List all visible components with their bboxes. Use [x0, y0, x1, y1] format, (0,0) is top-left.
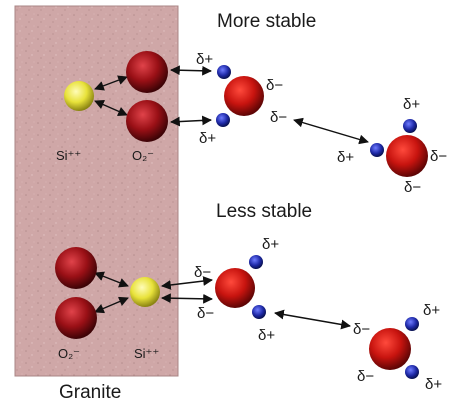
hydrogen-atom-top-2a — [403, 119, 417, 133]
si-label-bottom: Si⁺⁺ — [134, 346, 159, 361]
charge-delta-plus-bottom-2b: δ+ — [425, 376, 442, 393]
oxygen-atom-bottom-lower — [55, 297, 97, 339]
hydrogen-atom-top-2b — [370, 143, 384, 157]
less-stable-heading: Less stable — [216, 201, 312, 222]
charge-delta-plus-top-2a: δ+ — [403, 96, 420, 113]
o2-label-top: O₂⁻ — [132, 148, 154, 163]
charge-delta-minus-top-2b: δ− — [404, 179, 421, 196]
interaction-arrow-top-water — [293, 117, 369, 145]
si-label-top: Si⁺⁺ — [56, 148, 81, 163]
water-oxygen-bottom-2 — [369, 328, 411, 370]
water-oxygen-bottom-1 — [215, 268, 255, 308]
oxygen-atom-top-lower — [126, 100, 168, 142]
interaction-arrow-top-lower — [170, 115, 212, 127]
hydrogen-atom-bottom-1b — [252, 305, 266, 319]
silicon-atom-top — [64, 81, 94, 111]
bond-si-o-lower-bottom — [94, 296, 129, 314]
hydrogen-atom-top-1b — [216, 113, 230, 127]
silicon-atom-bottom — [130, 277, 160, 307]
charge-delta-plus-bottom-1b: δ+ — [258, 327, 275, 344]
hydrogen-atom-bottom-2b — [405, 365, 419, 379]
oxygen-atom-top-upper — [126, 51, 168, 93]
charge-delta-minus-bottom-1a: δ− — [194, 264, 211, 281]
more-stable-heading: More stable — [217, 11, 316, 32]
oxygen-atom-bottom-upper — [55, 247, 97, 289]
interaction-arrow-bottom-upper — [161, 276, 213, 290]
interaction-arrow-bottom-lower — [161, 293, 213, 304]
interaction-arrow-top-upper — [170, 65, 212, 76]
charge-delta-minus-top-1a: δ− — [266, 77, 283, 94]
hydrogen-atom-top-1a — [217, 65, 231, 79]
charge-delta-minus-top-1b: δ− — [270, 109, 287, 126]
granite-label: Granite — [59, 382, 121, 403]
bond-si-o-lower-top — [94, 100, 128, 116]
charge-delta-plus-top-1a: δ+ — [196, 51, 213, 68]
bond-si-o-upper-top — [94, 75, 128, 91]
charge-delta-plus-top-1b: δ+ — [199, 130, 216, 147]
charge-delta-plus-bottom-1a: δ+ — [262, 236, 279, 253]
charge-delta-minus-bottom-1b: δ− — [197, 305, 214, 322]
hydrogen-atom-bottom-1a — [249, 255, 263, 269]
water-oxygen-top-2 — [386, 135, 428, 177]
charge-delta-plus-top-2b: δ+ — [337, 149, 354, 166]
hydrogen-atom-bottom-2a — [405, 317, 419, 331]
charge-delta-plus-bottom-2a: δ+ — [423, 302, 440, 319]
charge-delta-minus-bottom-2b: δ− — [357, 368, 374, 385]
water-oxygen-top-1 — [224, 76, 264, 116]
bond-si-o-upper-bottom — [94, 271, 129, 288]
interaction-arrow-bottom-water — [274, 309, 351, 330]
o2-label-bottom: O₂⁻ — [58, 346, 80, 361]
charge-delta-minus-bottom-2a: δ− — [353, 321, 370, 338]
charge-delta-minus-top-2a: δ− — [430, 148, 447, 165]
